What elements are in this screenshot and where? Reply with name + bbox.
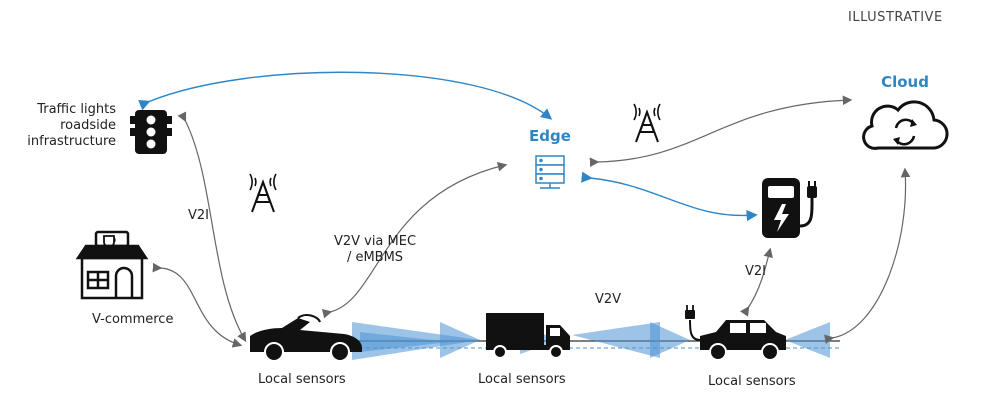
edge-arrows — [148, 72, 755, 215]
traffic-light-icon — [130, 110, 172, 154]
illustrative-tag: ILLUSTRATIVE — [848, 10, 943, 26]
local-sensors-label-3: Local sensors — [708, 374, 796, 390]
local-sensors-label-1: Local sensors — [258, 372, 346, 388]
server-icon — [536, 156, 564, 188]
sports-car-icon — [250, 315, 362, 361]
cloud-sync-icon — [864, 102, 947, 149]
v2i-right-label: V2I — [745, 264, 766, 280]
cloud-label: Cloud — [880, 74, 930, 90]
ev-charger-icon — [762, 178, 817, 238]
v2v-label: V2V — [595, 292, 621, 308]
traffic-label-line-1: Traffic lights — [10, 102, 116, 118]
v-commerce-label: V-commerce — [92, 312, 173, 328]
cell-tower-icon — [634, 104, 660, 142]
edge-label: Edge — [522, 128, 578, 144]
traffic-lights-label: Traffic lights roadside infrastructure — [10, 102, 116, 150]
v2v-mec-line-2: / eMBMS — [330, 250, 420, 266]
v2v-mec-line-1: V2V via MEC — [330, 234, 420, 250]
sedan-icon — [685, 305, 786, 360]
traffic-label-line-2: roadside — [10, 118, 116, 134]
v2v-mec-label: V2V via MEC / eMBMS — [330, 234, 420, 266]
traffic-label-line-3: infrastructure — [10, 134, 116, 150]
truck-icon — [486, 313, 570, 358]
cafe-store-icon — [78, 232, 146, 298]
cell-tower-icon — [250, 174, 276, 212]
v2i-left-label: V2I — [188, 208, 209, 224]
local-sensors-label-2: Local sensors — [478, 372, 566, 388]
